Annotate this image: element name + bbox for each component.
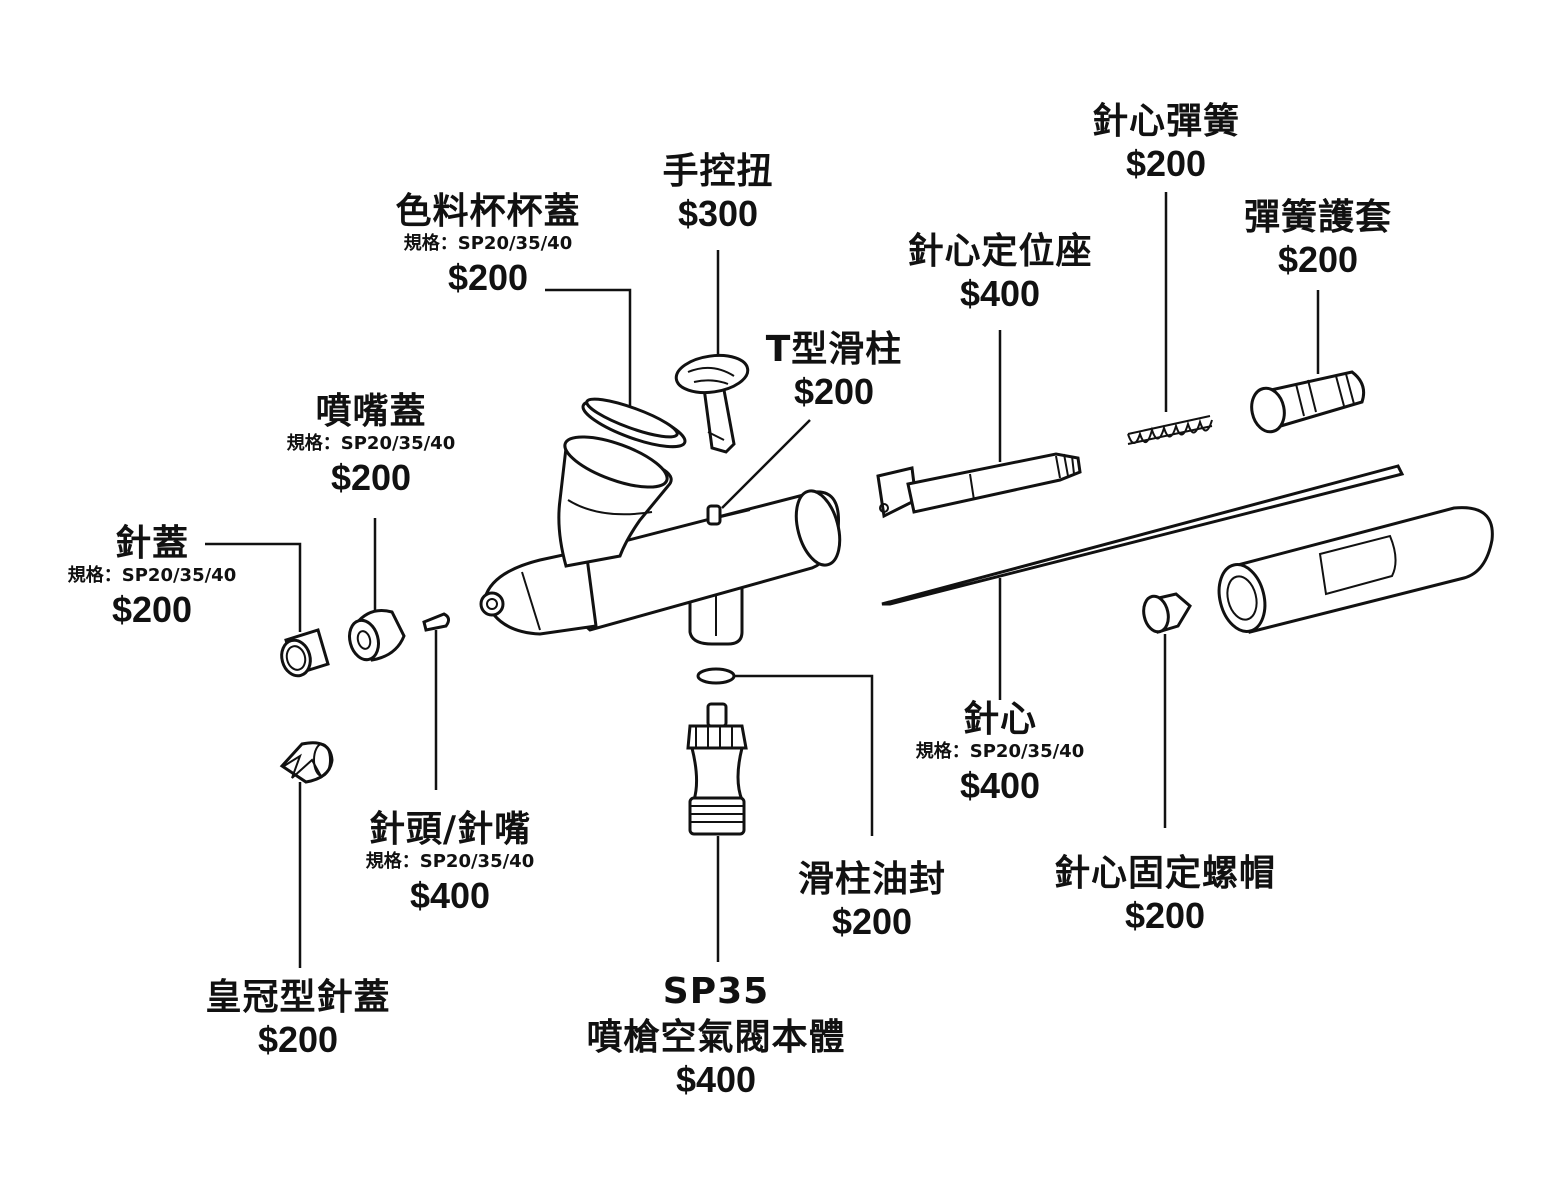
part-price: $200 (831, 901, 913, 942)
leader-lines (205, 192, 1320, 968)
part-name: 彈簧護套 (1243, 197, 1393, 238)
part-name: 手控扭 (662, 151, 774, 192)
part-name: 色料杯杯蓋 (395, 191, 581, 232)
needle-spring-part (1127, 415, 1213, 445)
nozzle-cap-part (348, 609, 406, 662)
label-nozzle: 針頭/針嘴 規格：SP20/35/40 $400 (366, 810, 534, 918)
trigger-part (674, 353, 750, 454)
spring-guide-part (1250, 370, 1366, 434)
label-needle: 針心 規格：SP20/35/40 $400 (916, 700, 1084, 808)
needle-chucking-nut-part (1142, 592, 1192, 634)
label-needle-spring: 針心彈簧 $200 (1092, 102, 1240, 186)
part-price: $200 (1277, 239, 1359, 280)
label-piston-seal: 滑柱油封 $200 (798, 860, 946, 944)
part-name: 針蓋 (114, 523, 190, 564)
part-price: $200 (257, 1019, 339, 1060)
cup-lid-part (581, 397, 687, 449)
part-name: 針頭/針嘴 (368, 809, 532, 850)
part-spec: 規格：SP20/35/40 (915, 741, 1085, 762)
part-spec: 規格：SP20/35/40 (365, 851, 535, 872)
part-spec: 規格：SP20/35/40 (286, 433, 456, 454)
part-price: $200 (330, 457, 412, 498)
part-name: 噴槍空氣閥本體 (586, 1017, 846, 1058)
label-nozzle-cap: 噴嘴蓋 規格：SP20/35/40 $200 (287, 392, 455, 500)
part-name: 針心 (962, 699, 1038, 740)
part-name: 皇冠型針蓋 (205, 977, 391, 1018)
part-model: SP35 (662, 971, 770, 1012)
part-name: T型滑柱 (765, 329, 903, 370)
part-spec: 規格：SP20/35/40 (403, 233, 573, 254)
part-price: $200 (1124, 895, 1206, 936)
leader-piston-seal (735, 674, 874, 836)
crown-cap-part (279, 741, 334, 784)
part-price: $200 (111, 589, 193, 630)
label-spring-guide: 彈簧護套 $200 (1244, 198, 1392, 282)
part-name: 針心定位座 (907, 231, 1093, 272)
part-price: $400 (959, 273, 1041, 314)
part-price: $200 (1125, 143, 1207, 184)
label-crown-cap: 皇冠型針蓋 $200 (205, 978, 390, 1062)
part-name: 針心固定螺帽 (1053, 853, 1277, 894)
part-price: $400 (959, 765, 1041, 806)
leader-needle-cap (205, 542, 302, 632)
nozzle-part (422, 612, 451, 632)
part-price: $300 (677, 193, 759, 234)
needle-part (881, 464, 1405, 606)
part-price: $200 (793, 371, 875, 412)
handle-part (1217, 506, 1494, 634)
needle-cap-part (280, 628, 330, 678)
label-t-piston: T型滑柱 $200 (766, 330, 903, 414)
part-spec: 規格：SP20/35/40 (67, 565, 237, 586)
needle-chucking-guide-part (876, 452, 1082, 519)
part-price: $400 (409, 875, 491, 916)
airbrush-body (479, 435, 842, 646)
label-needle-chucking-guide: 針心定位座 $400 (907, 232, 1092, 316)
part-price: $200 (447, 257, 529, 298)
leader-t-piston (721, 419, 811, 509)
label-needle-cap: 針蓋 規格：SP20/35/40 $200 (68, 524, 236, 632)
piston-seal-part (696, 667, 736, 685)
label-cup-lid: 色料杯杯蓋 規格：SP20/35/40 $200 (395, 192, 580, 300)
part-name: 噴嘴蓋 (315, 391, 427, 432)
label-needle-chucking-nut: 針心固定螺帽 $200 (1054, 854, 1276, 938)
label-trigger: 手控扭 $300 (662, 152, 773, 236)
part-price: $400 (675, 1059, 757, 1100)
air-valve-part (686, 702, 748, 836)
part-name: 滑柱油封 (797, 859, 947, 900)
leader-cup-lid (545, 288, 632, 420)
label-air-valve: SP35 噴槍空氣閥本體 $400 (586, 972, 845, 1102)
part-name: 針心彈簧 (1091, 101, 1241, 142)
